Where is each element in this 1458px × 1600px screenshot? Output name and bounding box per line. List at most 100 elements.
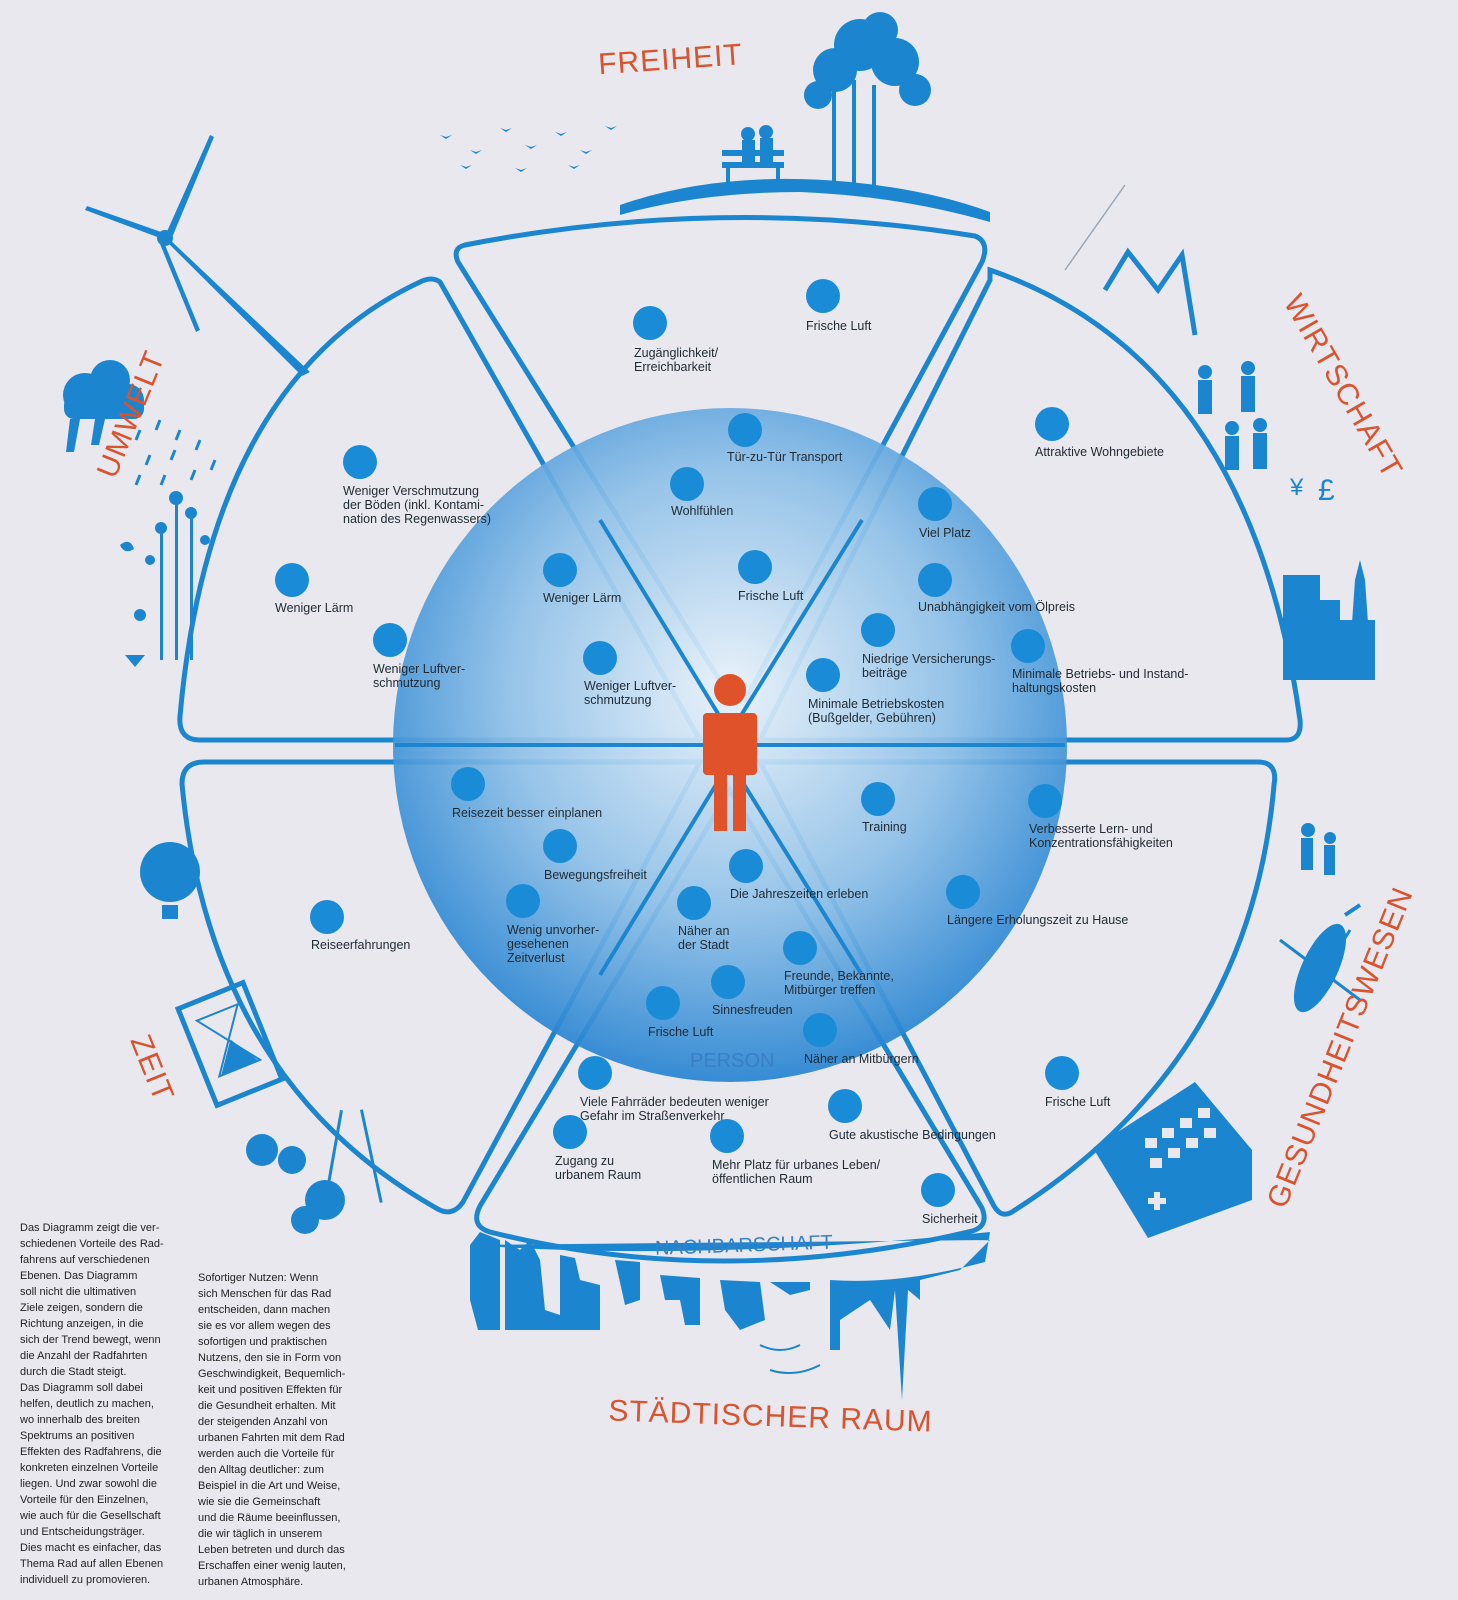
explanation-note-left: Das Diagramm zeigt die ver- schiedenen V… [20, 1222, 164, 1586]
segment-gesundheitswesen [755, 759, 1278, 1217]
benefit-label-line: Viele Fahrräder bedeuten weniger [580, 1095, 769, 1109]
benefit-dot [677, 886, 711, 920]
benefit-label-line: Frische Luft [648, 1025, 714, 1039]
benefit-label-line: Frische Luft [1045, 1095, 1111, 1109]
benefit-label: Die Jahreszeiten erleben [730, 887, 868, 901]
benefit-label-line: haltungskosten [1012, 681, 1096, 695]
benefit-label-line: Mehr Platz für urbanes Leben/ [712, 1158, 881, 1172]
benefit-label: Weniger Luftver-schmutzung [584, 679, 676, 707]
benefit-label: Mehr Platz für urbanes Leben/öffentliche… [712, 1158, 881, 1186]
benefit-label-line: Frische Luft [738, 589, 804, 603]
benefit-label-line: schmutzung [373, 676, 440, 690]
benefit-dot [861, 782, 895, 816]
trees-icon [246, 1109, 383, 1234]
balloon-icon [140, 842, 200, 919]
benefit-label-line: Weniger Lärm [543, 591, 621, 605]
wind-turbine-icon [85, 135, 310, 376]
benefit-label-line: (Bußgelder, Gebühren) [808, 711, 936, 725]
benefit-dot [343, 445, 377, 479]
category-freiheit: FREIHEIT [597, 38, 744, 81]
benefit-label-line: Frische Luft [806, 319, 872, 333]
person-label: PERSON [690, 1050, 774, 1072]
benefit-label: Freunde, Bekannte,Mitbürger treffen [784, 969, 894, 997]
benefit-label-line: Viel Platz [919, 526, 971, 540]
benefit-label-line: Weniger Luftver- [373, 662, 465, 676]
benefit-dot [738, 550, 772, 584]
benefit-label-line: Gute akustische Bedingungen [829, 1128, 996, 1142]
birds-icon [440, 126, 617, 172]
benefit-dot [583, 641, 617, 675]
benefit-label: Tür-zu-Tür Transport [727, 450, 843, 464]
benefit-dot [543, 829, 577, 863]
benefit-label: Weniger Lärm [275, 601, 353, 615]
benefit-dot [1045, 1056, 1079, 1090]
benefit-label-line: Reiseerfahrungen [311, 938, 410, 952]
segment-staedtischer-raum [474, 785, 987, 1264]
benefit-label: Attraktive Wohngebiete [1035, 445, 1164, 459]
benefit-label-line: öffentlichen Raum [712, 1172, 813, 1186]
benefit-dot [861, 613, 895, 647]
benefit-label: Frische Luft [806, 319, 872, 333]
benefit-label: Reisezeit besser einplanen [452, 806, 602, 820]
benefit-dot [1028, 784, 1062, 818]
benefit-label-line: beiträge [862, 666, 907, 680]
benefit-label-line: Weniger Luftver- [584, 679, 676, 693]
bench-icon [722, 125, 784, 186]
explanation-note-right: Sofortiger Nutzen: Wenn sich Menschen fü… [198, 1272, 346, 1588]
benefit-label: Näher an Mitbürgern [804, 1052, 919, 1066]
benefit-dot [451, 767, 485, 801]
benefit-label-line: Minimale Betriebskosten [808, 697, 944, 711]
benefit-label: Zugänglichkeit/Erreichbarkeit [634, 346, 719, 374]
benefit-label: Bewegungsfreiheit [544, 868, 647, 882]
benefit-dot [783, 931, 817, 965]
benefit-label-line: Sicherheit [922, 1212, 978, 1226]
benefit-label: Reiseerfahrungen [311, 938, 410, 952]
benefit-label: Gute akustische Bedingungen [829, 1128, 996, 1142]
benefit-label-line: Wenig unvorher- [507, 923, 599, 937]
benefit-label: Frische Luft [1045, 1095, 1111, 1109]
segment-umwelt [177, 276, 705, 743]
benefit-label: Minimale Betriebskosten(Bußgelder, Gebüh… [808, 697, 944, 725]
benefit-label-line: der Stadt [678, 938, 729, 952]
benefit-label-line: Zeitverlust [507, 951, 565, 965]
benefit-label-line: gesehenen [507, 937, 569, 951]
benefit-label: Weniger Lärm [543, 591, 621, 605]
category-zeit: ZEIT [124, 1030, 180, 1106]
illustrations: ¥ £ [63, 12, 1375, 1400]
benefit-label-line: Konzentrationsfähigkeiten [1029, 836, 1173, 850]
benefit-dot [1011, 629, 1045, 663]
benefit-dot [946, 875, 980, 909]
benefit-label: Frische Luft [738, 589, 804, 603]
benefit-dot [543, 553, 577, 587]
benefit-label-line: Training [862, 820, 907, 834]
benefit-label-line: Sinnesfreuden [712, 1003, 793, 1017]
helicopter-icon [1279, 903, 1362, 1013]
benefit-label-line: Attraktive Wohngebiete [1035, 445, 1164, 459]
segment-zeit [179, 759, 705, 1215]
benefit-dot [803, 1013, 837, 1047]
svg-text:£: £ [1318, 474, 1335, 507]
benefit-label-line: Weniger Verschmutzung [343, 484, 479, 498]
flowers-icon [120, 491, 210, 667]
benefit-dot [310, 900, 344, 934]
benefit-label-line: Verbesserte Lern- und [1029, 822, 1153, 836]
benefit-dot [373, 623, 407, 657]
benefit-dot [633, 306, 667, 340]
benefit-dot [728, 413, 762, 447]
benefit-dot [806, 279, 840, 313]
benefit-dot [918, 563, 952, 597]
benefit-label-line: Tür-zu-Tür Transport [727, 450, 843, 464]
benefit-label-line: Bewegungsfreiheit [544, 868, 647, 882]
benefit-dot [806, 658, 840, 692]
benefit-label-line: Minimale Betriebs- und Instand- [1012, 667, 1188, 681]
benefit-label-line: Zugänglichkeit/ [634, 346, 719, 360]
benefit-label-line: Gefahr im Straßenverkehr [580, 1109, 725, 1123]
benefit-label: Frische Luft [648, 1025, 714, 1039]
benefit-dot [578, 1056, 612, 1090]
